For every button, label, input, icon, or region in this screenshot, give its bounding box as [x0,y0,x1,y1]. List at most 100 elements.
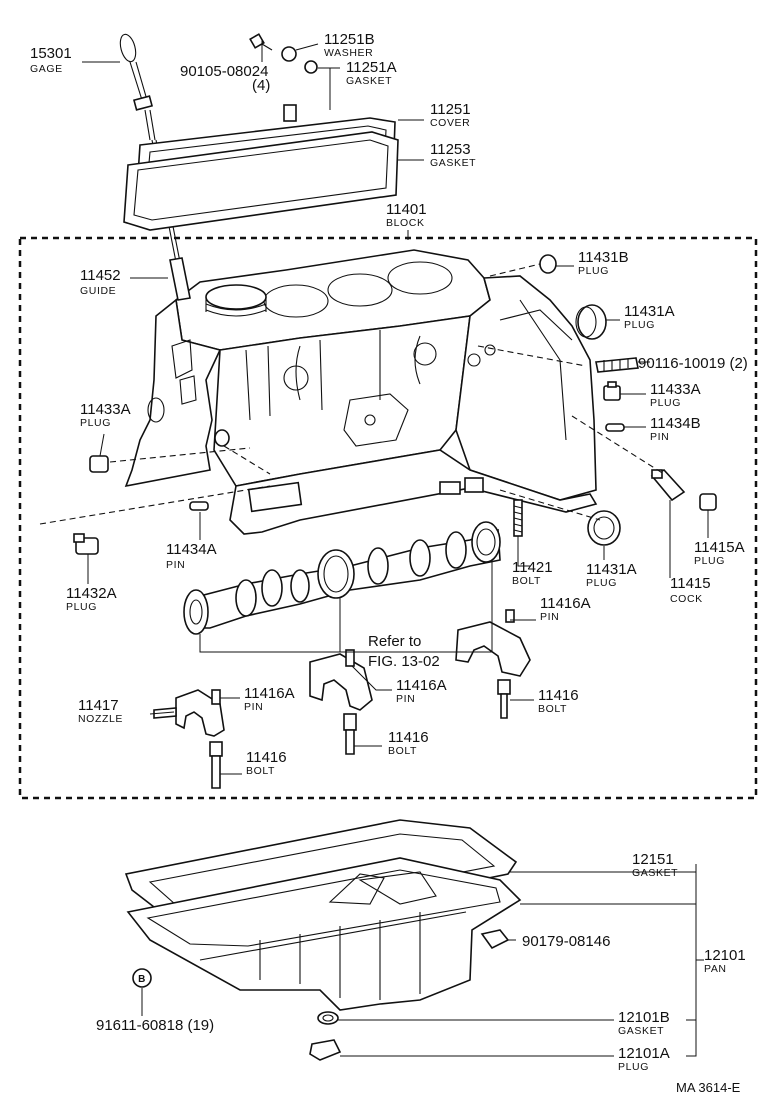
cover-bolt-part [249,33,273,51]
svg-text:PLUG: PLUG [650,397,681,409]
label-reference-note: Refer to FIG. 13-02 [368,633,440,670]
svg-text:PLUG: PLUG [66,601,97,613]
label-12101a: 12101A PLUG [618,1045,670,1073]
svg-text:GAGE: GAGE [30,63,63,75]
svg-text:11431A: 11431A [586,561,637,578]
label-11416-right: 11416 BOLT [538,687,579,715]
cover-washer-part [281,46,297,62]
label-11401: 11401 BLOCK [386,201,427,229]
svg-text:MA 3614-E: MA 3614-E [676,1080,741,1095]
svg-text:11431A: 11431A [624,303,675,320]
pin-11434a-part [189,501,209,511]
svg-text:12101A: 12101A [618,1045,670,1062]
label-11431a-bottom: 11431A PLUG [586,561,637,589]
cock-part [650,469,686,502]
cover-grommet-part [304,60,318,74]
svg-text:PLUG: PLUG [618,1061,649,1073]
svg-text:12101B: 12101B [618,1009,670,1026]
label-11416a-right: 11416A PIN [540,595,591,623]
svg-text:PIN: PIN [244,701,263,713]
label-11416-middle: 11416 BOLT [388,729,429,757]
svg-text:PIN: PIN [166,559,185,571]
svg-text:BLOCK: BLOCK [386,217,425,229]
leader-lines [82,40,709,1057]
svg-text:PLUG: PLUG [578,265,609,277]
svg-text:11251B: 11251B [324,31,375,48]
diagram-code-label: MA 3614-E [676,1080,741,1095]
label-11417: 11417 NOZZLE [78,697,123,725]
pan-bolt-marker-text: B [138,974,146,985]
svg-text:WASHER: WASHER [324,47,373,59]
svg-text:BOLT: BOLT [512,575,541,587]
svg-text:PLUG: PLUG [694,555,725,567]
label-11452: 11452 GUIDE [80,267,121,297]
svg-text:12101: 12101 [704,947,746,964]
svg-text:90105-08024: 90105-08024 [180,63,268,80]
svg-text:11434B: 11434B [650,415,701,432]
svg-text:11434A: 11434A [166,541,217,558]
svg-text:GASKET: GASKET [430,157,476,169]
label-11416a-middle: 11416A PIN [396,677,447,705]
alignment-dash-lines [39,263,665,525]
svg-text:90116-10019 (2): 90116-10019 (2) [638,355,748,372]
svg-text:11416A: 11416A [540,595,591,612]
svg-text:12151: 12151 [632,851,674,868]
svg-text:GASKET: GASKET [618,1025,664,1037]
svg-text:11253: 11253 [430,141,471,158]
drain-plug-part [309,1039,342,1061]
label-11433a-right: 11433A PLUG [650,381,701,409]
plug-11415a-part [699,493,717,511]
svg-text:(4): (4) [252,77,270,94]
svg-text:11251: 11251 [430,101,471,118]
svg-text:11416: 11416 [388,729,429,746]
svg-text:PLUG: PLUG [624,319,655,331]
block-group-frame [18,236,758,800]
plug-11432a-part [73,533,99,555]
svg-text:BOLT: BOLT [246,765,275,777]
oil-pan-part [126,857,522,1011]
label-11251b: 11251B WASHER [324,31,375,59]
svg-text:PIN: PIN [396,693,415,705]
svg-text:11421: 11421 [512,559,553,576]
svg-text:COCK: COCK [670,593,703,605]
svg-text:NOZZLE: NOZZLE [78,713,123,725]
pan-nut-part [480,929,510,950]
label-11431a-top: 11431A PLUG [624,303,675,331]
svg-text:11416A: 11416A [396,677,447,694]
label-11415a: 11415A PLUG [694,539,745,567]
label-11421: 11421 BOLT [512,559,553,587]
label-11253: 11253 GASKET [430,141,476,169]
label-90116-10019: 90116-10019 (2) [638,355,748,372]
bearing-cap-middle-part [309,649,373,755]
svg-text:BOLT: BOLT [388,745,417,757]
label-12151: 12151 GASKET [632,851,678,879]
label-11433a-left: 11433A PLUG [80,401,131,429]
label-12101: 12101 PAN [704,947,746,975]
bearing-cap-left-part [175,689,225,789]
svg-text:15301: 15301 [30,45,72,62]
plug-11431b-part [539,254,557,274]
plug-11431a-bottom-part [587,510,621,546]
svg-text:11415A: 11415A [694,539,745,556]
pan-bolt-marker-part: B [132,968,152,988]
svg-text:11415: 11415 [670,575,711,592]
label-11416-left: 11416 BOLT [246,749,287,777]
label-11434b: 11434B PIN [650,415,701,443]
svg-text:11432A: 11432A [66,585,117,602]
label-91611-60818: 91611-60818 (19) [96,1017,214,1034]
svg-text:BOLT: BOLT [538,703,567,715]
svg-text:GASKET: GASKET [632,867,678,879]
svg-text:COVER: COVER [430,117,470,129]
svg-text:11416: 11416 [246,749,287,766]
label-15301: 15301 GAGE [30,45,72,75]
bearing-cap-right-part [455,609,531,719]
label-11416a-left: 11416A PIN [244,685,295,713]
label-11251: 11251 COVER [430,101,471,129]
label-90105-08024: 90105-08024 (4) [180,63,270,94]
svg-text:11416A: 11416A [244,685,295,702]
svg-text:PLUG: PLUG [586,577,617,589]
svg-text:PAN: PAN [704,963,727,975]
svg-text:11433A: 11433A [650,381,701,398]
svg-text:11433A: 11433A [80,401,131,418]
svg-text:Refer to: Refer to [368,633,421,650]
